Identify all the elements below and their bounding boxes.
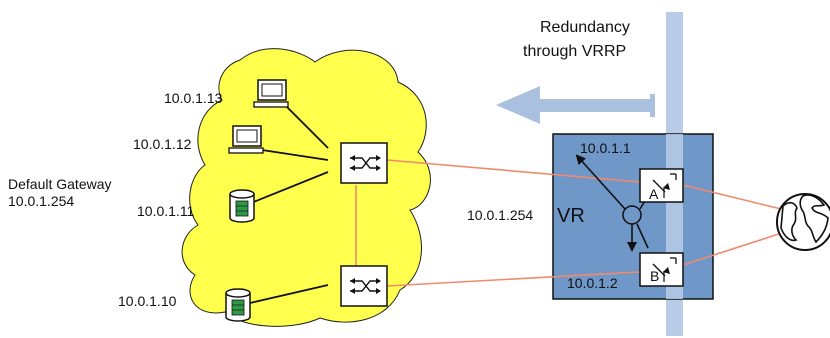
router-a-ip: 10.0.1.1 xyxy=(580,140,631,156)
switch-icon xyxy=(340,265,388,307)
host-label-10: 10.0.1.10 xyxy=(118,293,177,309)
desktop-computer-icon xyxy=(228,125,264,154)
host-links xyxy=(249,102,329,304)
router-b: B xyxy=(639,252,684,287)
title-line-2: through VRRP xyxy=(523,43,626,60)
storage-icon xyxy=(225,288,251,322)
router-b-label: B xyxy=(650,268,659,284)
title-line-1: Redundancy xyxy=(540,19,630,36)
host-label-11: 10.0.1.11 xyxy=(137,203,195,219)
storage-icon xyxy=(229,189,255,223)
router-a: A xyxy=(639,168,684,203)
router-b-ip: 10.0.1.2 xyxy=(567,275,618,291)
gateway-title: Default Gateway xyxy=(8,176,112,192)
lan-cloud xyxy=(181,48,431,327)
gateway-ip: 10.0.1.254 xyxy=(8,193,74,209)
internet-globe-icon xyxy=(776,193,830,251)
vr-internal xyxy=(575,154,649,252)
host-label-13: 10.0.1.13 xyxy=(164,90,223,106)
host-label-12: 10.0.1.12 xyxy=(133,136,192,152)
vr-ip-label: 10.0.1.254 xyxy=(467,207,533,223)
desktop-computer-icon xyxy=(253,79,289,108)
vr-label: VR xyxy=(557,205,585,227)
router-a-label: A xyxy=(649,186,659,202)
redundancy-arrow xyxy=(496,86,655,124)
switch-icon xyxy=(340,142,388,184)
